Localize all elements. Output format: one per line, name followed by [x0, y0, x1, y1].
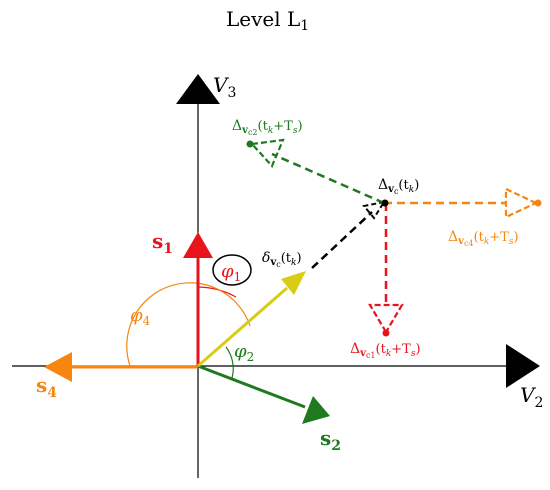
label-delta-vc-point: Δvc(tk) [378, 177, 419, 196]
axis-v3-label: V3 [213, 73, 236, 101]
vector-s1 [183, 232, 213, 366]
point-delta-vc [381, 199, 389, 207]
vector-delta-vc-arrowhead [281, 271, 306, 295]
axis-v2-arrowhead [506, 344, 540, 388]
vector-s4-arrowhead [44, 352, 72, 382]
dashed-arrow-orange [384, 187, 539, 219]
dashed-arrow-black [311, 200, 387, 269]
point-delta-vc2 [246, 140, 254, 148]
point-delta-vc4 [534, 199, 542, 207]
phi2-arc [225, 346, 234, 379]
label-s1: s1 [152, 229, 173, 257]
label-phi2: φ2 [234, 341, 254, 364]
dashed-arrow-green [249, 138, 385, 205]
vector-s4 [44, 352, 198, 382]
label-delta-vc: δvc(tk) [262, 250, 302, 269]
phi1-circle [212, 254, 252, 286]
vector-s1-arrowhead [183, 232, 213, 258]
label-delta-vc1: Δvc1(tk+Ts) [350, 341, 421, 360]
label-phi4: φ4 [130, 305, 151, 328]
axis-v2-label: V2 [520, 383, 543, 411]
point-delta-vc1 [382, 329, 390, 337]
label-s4: s4 [36, 373, 57, 401]
axis-v3-arrowhead [176, 74, 220, 104]
diagram-title: Level L1 [226, 7, 309, 34]
label-s2: s2 [320, 426, 341, 454]
label-delta-vc2: Δvc2(tk+Ts) [232, 118, 303, 137]
phi4-arc [126, 282, 251, 367]
label-phi1: φ1 [221, 261, 241, 284]
dashed-arrow-red [368, 203, 404, 335]
label-delta-vc4: Δvc4(tk+Ts) [448, 229, 519, 248]
vector-s2-arrowhead [302, 396, 330, 424]
vector-delta-vc [197, 271, 306, 368]
vector-s2 [197, 364, 330, 424]
